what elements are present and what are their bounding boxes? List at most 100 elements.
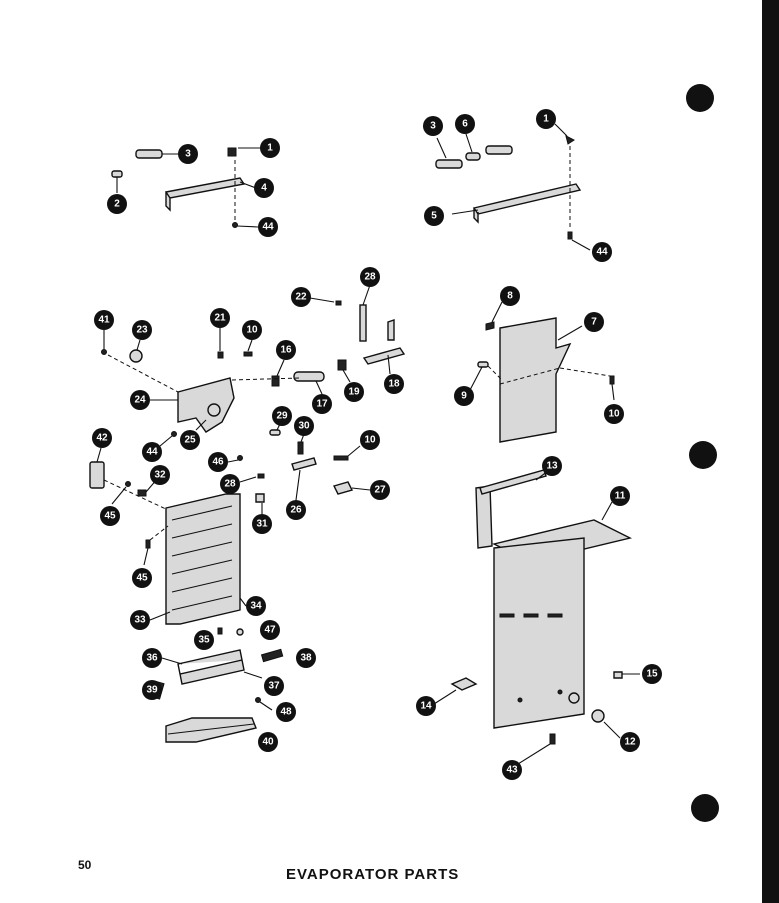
left-rail-assembly bbox=[111, 147, 262, 228]
callout-number: 25 bbox=[184, 435, 196, 446]
callout-number: 42 bbox=[96, 433, 108, 444]
callout-badge bbox=[294, 416, 314, 436]
callout-badge bbox=[242, 320, 262, 340]
callout-number: 38 bbox=[300, 653, 312, 664]
callout-badge bbox=[194, 630, 214, 650]
callout-badge bbox=[360, 267, 380, 287]
callout-badge bbox=[370, 480, 390, 500]
callout-number: 41 bbox=[98, 315, 110, 326]
callout-badge bbox=[276, 702, 296, 722]
callout-badge bbox=[604, 404, 624, 424]
callout-badge bbox=[502, 760, 522, 780]
callout-number: 19 bbox=[348, 387, 360, 398]
callout-badge bbox=[208, 452, 228, 472]
callout-number: 31 bbox=[256, 519, 268, 530]
callout-badge bbox=[132, 320, 152, 340]
callout-number: 28 bbox=[224, 479, 236, 490]
callout-badge bbox=[180, 430, 200, 450]
callout-number: 13 bbox=[546, 461, 558, 472]
callout-number: 35 bbox=[198, 635, 210, 646]
callout-number: 44 bbox=[596, 247, 608, 258]
drain-trough bbox=[149, 648, 284, 743]
callout-badge bbox=[252, 514, 272, 534]
callout-badge bbox=[272, 406, 292, 426]
callout-badge bbox=[178, 144, 198, 164]
page-number: 50 bbox=[78, 858, 92, 872]
callout-number: 5 bbox=[431, 211, 437, 222]
callout-number: 6 bbox=[462, 119, 468, 130]
callout-badge bbox=[642, 664, 662, 684]
callout-badge bbox=[454, 386, 474, 406]
callout-badge bbox=[542, 456, 562, 476]
callout-badge bbox=[94, 310, 114, 330]
callout-number: 36 bbox=[146, 653, 158, 664]
callout-number: 10 bbox=[608, 409, 620, 420]
callout-badge bbox=[132, 568, 152, 588]
callout-number: 21 bbox=[214, 313, 226, 324]
callout-number: 48 bbox=[280, 707, 292, 718]
callout-number: 10 bbox=[246, 325, 258, 336]
page-edge-bar bbox=[762, 0, 779, 903]
callout-badges: 1 2 3 4 44 3 6 1 5 44 22 28 41 23 21 10 … bbox=[92, 109, 662, 780]
callout-badge bbox=[536, 109, 556, 129]
callout-number: 1 bbox=[543, 114, 549, 125]
callout-badge bbox=[92, 428, 112, 448]
callout-badge bbox=[258, 732, 278, 752]
callout-badge bbox=[210, 308, 230, 328]
callout-badge bbox=[276, 340, 296, 360]
callout-badge bbox=[246, 596, 266, 616]
callout-badge bbox=[150, 465, 170, 485]
callout-badge bbox=[592, 242, 612, 262]
callout-badge bbox=[296, 648, 316, 668]
callout-number: 2 bbox=[114, 199, 120, 210]
back-panel-assembly bbox=[433, 301, 640, 765]
callout-badge bbox=[312, 394, 332, 414]
right-rail-assembly bbox=[435, 123, 591, 251]
callout-number: 11 bbox=[615, 491, 626, 502]
bracket-assembly bbox=[101, 284, 406, 514]
callout-badge bbox=[416, 696, 436, 716]
callout-number: 12 bbox=[624, 737, 636, 748]
callout-number: 34 bbox=[250, 601, 262, 612]
callout-number: 29 bbox=[276, 411, 288, 422]
callout-number: 22 bbox=[295, 292, 307, 303]
callout-number: 3 bbox=[185, 149, 191, 160]
callout-badge bbox=[286, 500, 306, 520]
callout-number: 40 bbox=[262, 737, 274, 748]
callout-badge bbox=[344, 382, 364, 402]
callout-badge bbox=[500, 286, 520, 306]
callout-number: 28 bbox=[364, 272, 376, 283]
callout-number: 44 bbox=[146, 447, 158, 458]
callout-badge bbox=[584, 312, 604, 332]
callout-badge bbox=[291, 287, 311, 307]
callout-number: 33 bbox=[134, 615, 146, 626]
callout-badge bbox=[424, 206, 444, 226]
callout-number: 17 bbox=[316, 399, 328, 410]
callout-badge bbox=[264, 676, 284, 696]
callout-badge bbox=[220, 474, 240, 494]
callout-number: 18 bbox=[388, 379, 400, 390]
callout-number: 10 bbox=[364, 435, 376, 446]
callout-badge bbox=[107, 194, 127, 214]
callout-number: 44 bbox=[262, 222, 274, 233]
callout-badge bbox=[142, 680, 162, 700]
callout-badge bbox=[258, 217, 278, 237]
callout-badge bbox=[100, 506, 120, 526]
callout-number: 32 bbox=[154, 470, 166, 481]
callout-number: 27 bbox=[374, 485, 386, 496]
callout-number: 39 bbox=[146, 685, 158, 696]
callout-number: 30 bbox=[298, 421, 310, 432]
callout-badge bbox=[455, 114, 475, 134]
evaporator-coil bbox=[89, 447, 247, 636]
callout-number: 1 bbox=[267, 143, 273, 154]
callout-badge bbox=[254, 178, 274, 198]
callout-badge bbox=[260, 138, 280, 158]
callout-number: 37 bbox=[268, 681, 280, 692]
callout-number: 7 bbox=[591, 317, 597, 328]
callout-badge bbox=[142, 442, 162, 462]
callout-number: 4 bbox=[261, 183, 267, 194]
callout-number: 23 bbox=[136, 325, 148, 336]
punch-hole bbox=[686, 84, 714, 112]
